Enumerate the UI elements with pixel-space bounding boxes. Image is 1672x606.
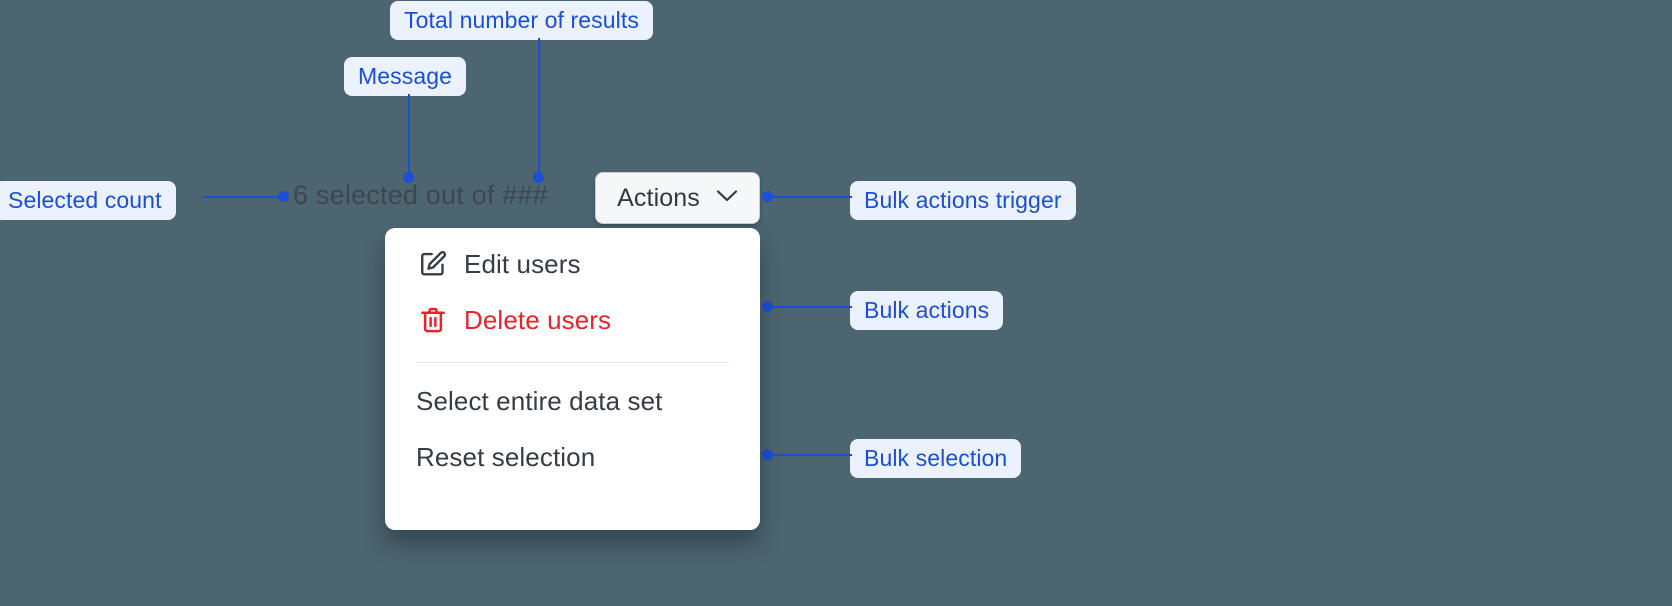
menu-item-select-entire-data-set[interactable]: Select entire data set xyxy=(385,373,760,429)
callout-bulk-actions: Bulk actions xyxy=(850,291,1004,331)
callout-bulk-actions-trigger: Bulk actions trigger xyxy=(850,181,1076,221)
connector-dot-bulk-selection xyxy=(762,449,773,460)
chevron-down-icon xyxy=(716,189,738,208)
menu-item-label: Select entire data set xyxy=(416,385,663,416)
menu-item-label: Reset selection xyxy=(416,441,596,472)
selected-count-message: 6 selected out of ### xyxy=(293,180,548,210)
trash-icon xyxy=(416,303,450,337)
connector-bulk-actions-trigger xyxy=(766,196,852,198)
menu-item-label: Delete users xyxy=(464,304,612,335)
bulk-actions-trigger-label: Actions xyxy=(617,183,700,212)
connector-bulk-actions xyxy=(766,306,852,308)
menu-divider xyxy=(416,362,729,363)
connector-selected-count xyxy=(203,196,285,198)
callout-bulk-selection: Bulk selection xyxy=(850,439,1022,479)
edit-pencil-icon xyxy=(416,247,450,281)
connector-dot-bulk-actions-trigger xyxy=(762,191,773,202)
connector-dot-selected-count xyxy=(278,191,289,202)
callout-total-number-of-results: Total number of results xyxy=(390,1,653,41)
connector-dot-total-results xyxy=(533,172,544,183)
connector-total-results xyxy=(538,38,540,178)
connector-dot-bulk-actions xyxy=(762,301,773,312)
menu-item-edit-users[interactable]: Edit users xyxy=(385,236,760,292)
connector-dot-message xyxy=(403,172,414,183)
bulk-actions-trigger-button[interactable]: Actions xyxy=(595,172,760,224)
connector-message xyxy=(408,94,410,178)
menu-item-reset-selection[interactable]: Reset selection xyxy=(385,429,760,485)
menu-item-label: Edit users xyxy=(464,248,581,279)
menu-item-delete-users[interactable]: Delete users xyxy=(385,292,760,348)
connector-bulk-selection xyxy=(766,454,852,456)
callout-message: Message xyxy=(344,57,467,97)
callout-selected-count: Selected count xyxy=(0,181,176,221)
bulk-actions-dropdown-menu: Edit users Delete users Select entire da… xyxy=(385,228,760,530)
